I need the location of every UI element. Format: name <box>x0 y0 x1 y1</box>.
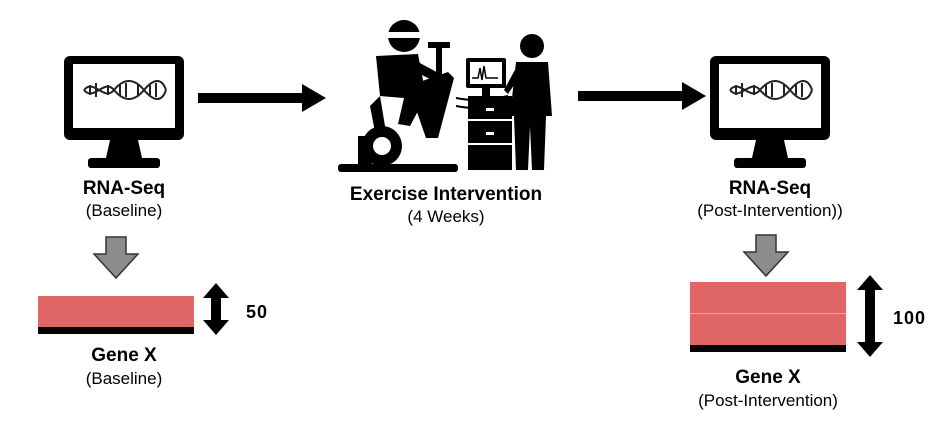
dna-icon <box>83 80 167 100</box>
baseline-computer-icon <box>62 54 186 172</box>
exercise-intervention-subtitle: (4 Weeks) <box>407 207 485 226</box>
post-bar-divider <box>690 313 846 314</box>
post-axis-line <box>690 345 846 352</box>
baseline-expression-bar <box>38 296 194 327</box>
post-gene-title: Gene X <box>735 367 801 388</box>
post-expression-bar-upper <box>690 282 846 313</box>
arrow-right-icon <box>578 82 708 110</box>
baseline-down-arrow-icon <box>92 236 140 280</box>
baseline-rnaseq-subtitle: (Baseline) <box>85 201 163 220</box>
baseline-axis-line <box>38 327 194 334</box>
cyclist-icon <box>370 20 444 158</box>
post-gene-subtitle: (Post-Intervention) <box>698 391 838 410</box>
monitor-cart-icon <box>466 58 512 170</box>
post-rnaseq-title: RNA-Seq <box>728 178 812 199</box>
baseline-double-arrow-icon <box>201 282 231 336</box>
post-down-arrow-icon <box>742 234 790 278</box>
arrow-right-icon <box>198 84 328 112</box>
post-double-arrow-icon <box>855 274 885 358</box>
post-rnaseq-subtitle: (Post-Intervention)) <box>697 201 843 220</box>
bike-frame-icon <box>338 42 458 172</box>
baseline-gene-title: Gene X <box>91 345 157 366</box>
post-expression-bar-lower <box>690 314 846 345</box>
exercise-bike-icon <box>318 6 574 182</box>
post-computer-icon <box>708 54 832 172</box>
baseline-rnaseq-title: RNA-Seq <box>82 178 166 199</box>
exercise-intervention-title: Exercise Intervention <box>349 184 543 205</box>
baseline-value: 50 <box>246 302 269 322</box>
baseline-gene-subtitle: (Baseline) <box>85 369 163 388</box>
dna-icon <box>729 80 813 100</box>
post-value: 100 <box>893 308 927 328</box>
person-icon <box>504 34 552 170</box>
